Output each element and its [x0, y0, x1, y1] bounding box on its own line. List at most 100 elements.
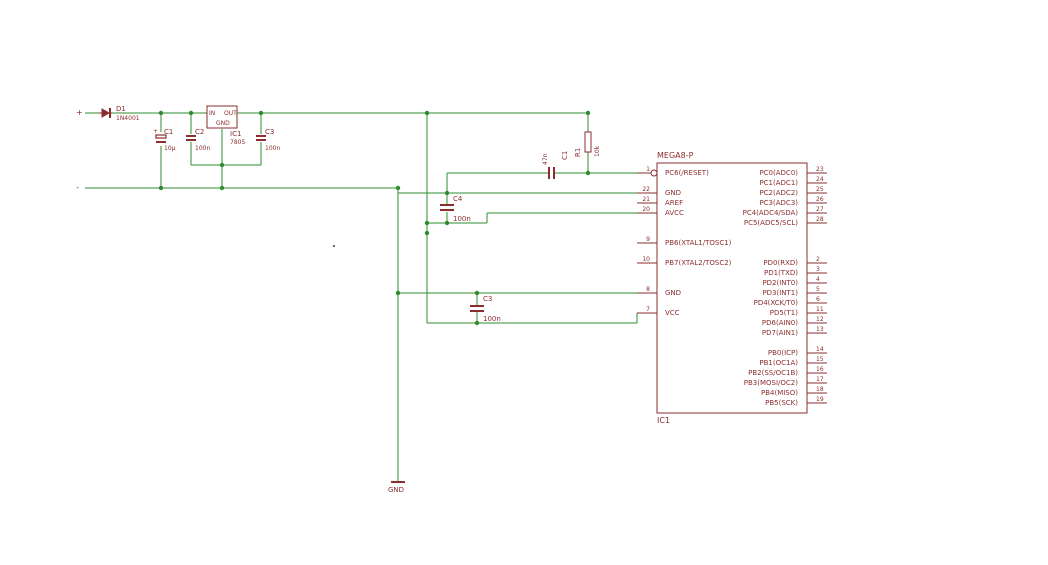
- pin-label: PD1(TXD): [764, 269, 798, 277]
- capacitor-c3[interactable]: C3 100n: [470, 295, 501, 323]
- mcu-pin-right[interactable]: 15 PB1(OC1A): [759, 356, 827, 367]
- pin-label: PB1(OC1A): [759, 359, 798, 367]
- pin-number: 16: [816, 366, 824, 373]
- pin-number: 13: [816, 326, 824, 333]
- pin-number: 10: [642, 256, 650, 263]
- pin-label: PC4(ADC4/SDA): [743, 209, 799, 217]
- mcu-pin-right[interactable]: 26 PC3(ADC3): [759, 196, 827, 207]
- capacitor-c2[interactable]: C2 100n: [186, 128, 210, 152]
- pin-number: 26: [816, 196, 824, 203]
- pin-number: 11: [816, 306, 824, 313]
- capacitor-c3-reg[interactable]: C3 100n: [256, 128, 280, 152]
- wires: [85, 112, 638, 482]
- c1-elko-name: C1: [164, 128, 173, 136]
- pin-number: 15: [816, 356, 824, 363]
- stray-dot: [333, 245, 335, 247]
- mcu-pin-right[interactable]: 24 PC1(ADC1): [759, 176, 827, 187]
- pin-label: PD4(XCK/T0): [754, 299, 799, 307]
- mcu-right-pins: 23 PC0(ADC0) 24 PC1(ADC1) 25 PC2(ADC2) 26 PC3(A…: [743, 166, 827, 407]
- mcu-pin-right[interactable]: 23 PC0(ADC0): [759, 166, 827, 177]
- c3-name: C3: [483, 295, 492, 303]
- pin-label: PD0(RXD): [763, 259, 798, 267]
- pin-label: PD6(AIN0): [762, 319, 798, 327]
- pin-label: GND: [665, 189, 681, 197]
- pin-number: 7: [646, 306, 650, 313]
- pin-label: PC1(ADC1): [759, 179, 798, 187]
- capacitor-c1-elko[interactable]: + C1 10µ: [153, 128, 176, 152]
- pin-number: 24: [816, 176, 824, 183]
- pin-label: PC0(ADC0): [759, 169, 798, 177]
- pin-number: 28: [816, 216, 824, 223]
- mcu-pin-right[interactable]: 17 PB3(MOSI/OC2): [744, 376, 827, 387]
- mcu-ref: IC1: [657, 416, 670, 425]
- regulator-7805[interactable]: IN OUT GND IC1 7805: [206, 105, 245, 146]
- reg-name: IC1: [230, 130, 241, 138]
- pin-number: 8: [646, 286, 650, 293]
- mcu-pin-right[interactable]: 12 PD6(AIN0): [762, 316, 827, 327]
- plus-label: +: [76, 108, 83, 117]
- pin-number: 1: [646, 166, 650, 173]
- resistor-r1[interactable]: R1 10k: [574, 131, 601, 157]
- d1-name: D1: [116, 105, 126, 113]
- pin-label: PC2(ADC2): [759, 189, 798, 197]
- c1-reset-name: C1: [561, 151, 569, 160]
- gnd-symbol[interactable]: GND: [388, 481, 405, 494]
- pin-label: PB0(ICP): [768, 349, 798, 357]
- mcu-name: MEGA8-P: [657, 151, 694, 160]
- minus-label: -: [76, 183, 79, 192]
- pin-label: PB6(XTAL1/TOSC1): [665, 239, 732, 247]
- pin-label: PC3(ADC3): [759, 199, 798, 207]
- c3-value: 100n: [483, 315, 501, 323]
- mcu-pin-left[interactable]: 8 GND: [637, 286, 681, 297]
- pin-label: PD5(T1): [770, 309, 799, 317]
- pin-label: PD2(INT0): [762, 279, 798, 287]
- pin-number: 12: [816, 316, 824, 323]
- pin-number: 3: [816, 266, 820, 273]
- pin-label: VCC: [665, 309, 680, 317]
- mcu-pin-right[interactable]: 16 PB2(SS/OC1B): [748, 366, 827, 377]
- reg-pin-out: OUT: [224, 110, 237, 117]
- reg-pin-gnd: GND: [216, 120, 230, 127]
- svg-text:+: +: [153, 128, 158, 135]
- pin-label: GND: [665, 289, 681, 297]
- c4-name: C4: [453, 195, 463, 203]
- pin-number: 17: [816, 376, 824, 383]
- mcu-pin-right[interactable]: 11 PD5(T1): [770, 306, 827, 317]
- pin-number: 19: [816, 396, 824, 403]
- r1-value: 10k: [594, 145, 601, 157]
- mcu-pin-right[interactable]: 25 PC2(ADC2): [759, 186, 827, 197]
- capacitor-c4[interactable]: C4 100n: [440, 195, 471, 223]
- c3-reg-name: C3: [265, 128, 274, 136]
- pin-number: 18: [816, 386, 824, 393]
- mcu-pin-right[interactable]: 3 PD1(TXD): [764, 266, 827, 277]
- capacitor-c1-reset[interactable]: 47n C1: [542, 151, 569, 179]
- mcu-pin-left[interactable]: 9 PB6(XTAL1/TOSC1): [637, 236, 732, 247]
- gnd-label: GND: [388, 486, 404, 494]
- pin-number: 23: [816, 166, 824, 173]
- pin-number: 20: [642, 206, 650, 213]
- mcu-pin-left[interactable]: 7 VCC: [637, 306, 680, 317]
- pin-number: 25: [816, 186, 824, 193]
- c2-name: C2: [195, 128, 204, 136]
- pin-label: PB2(SS/OC1B): [748, 369, 798, 377]
- pin-label: PB3(MOSI/OC2): [744, 379, 798, 387]
- diode-d1[interactable]: D1 1N4001: [99, 105, 140, 122]
- pin-number: 9: [646, 236, 650, 243]
